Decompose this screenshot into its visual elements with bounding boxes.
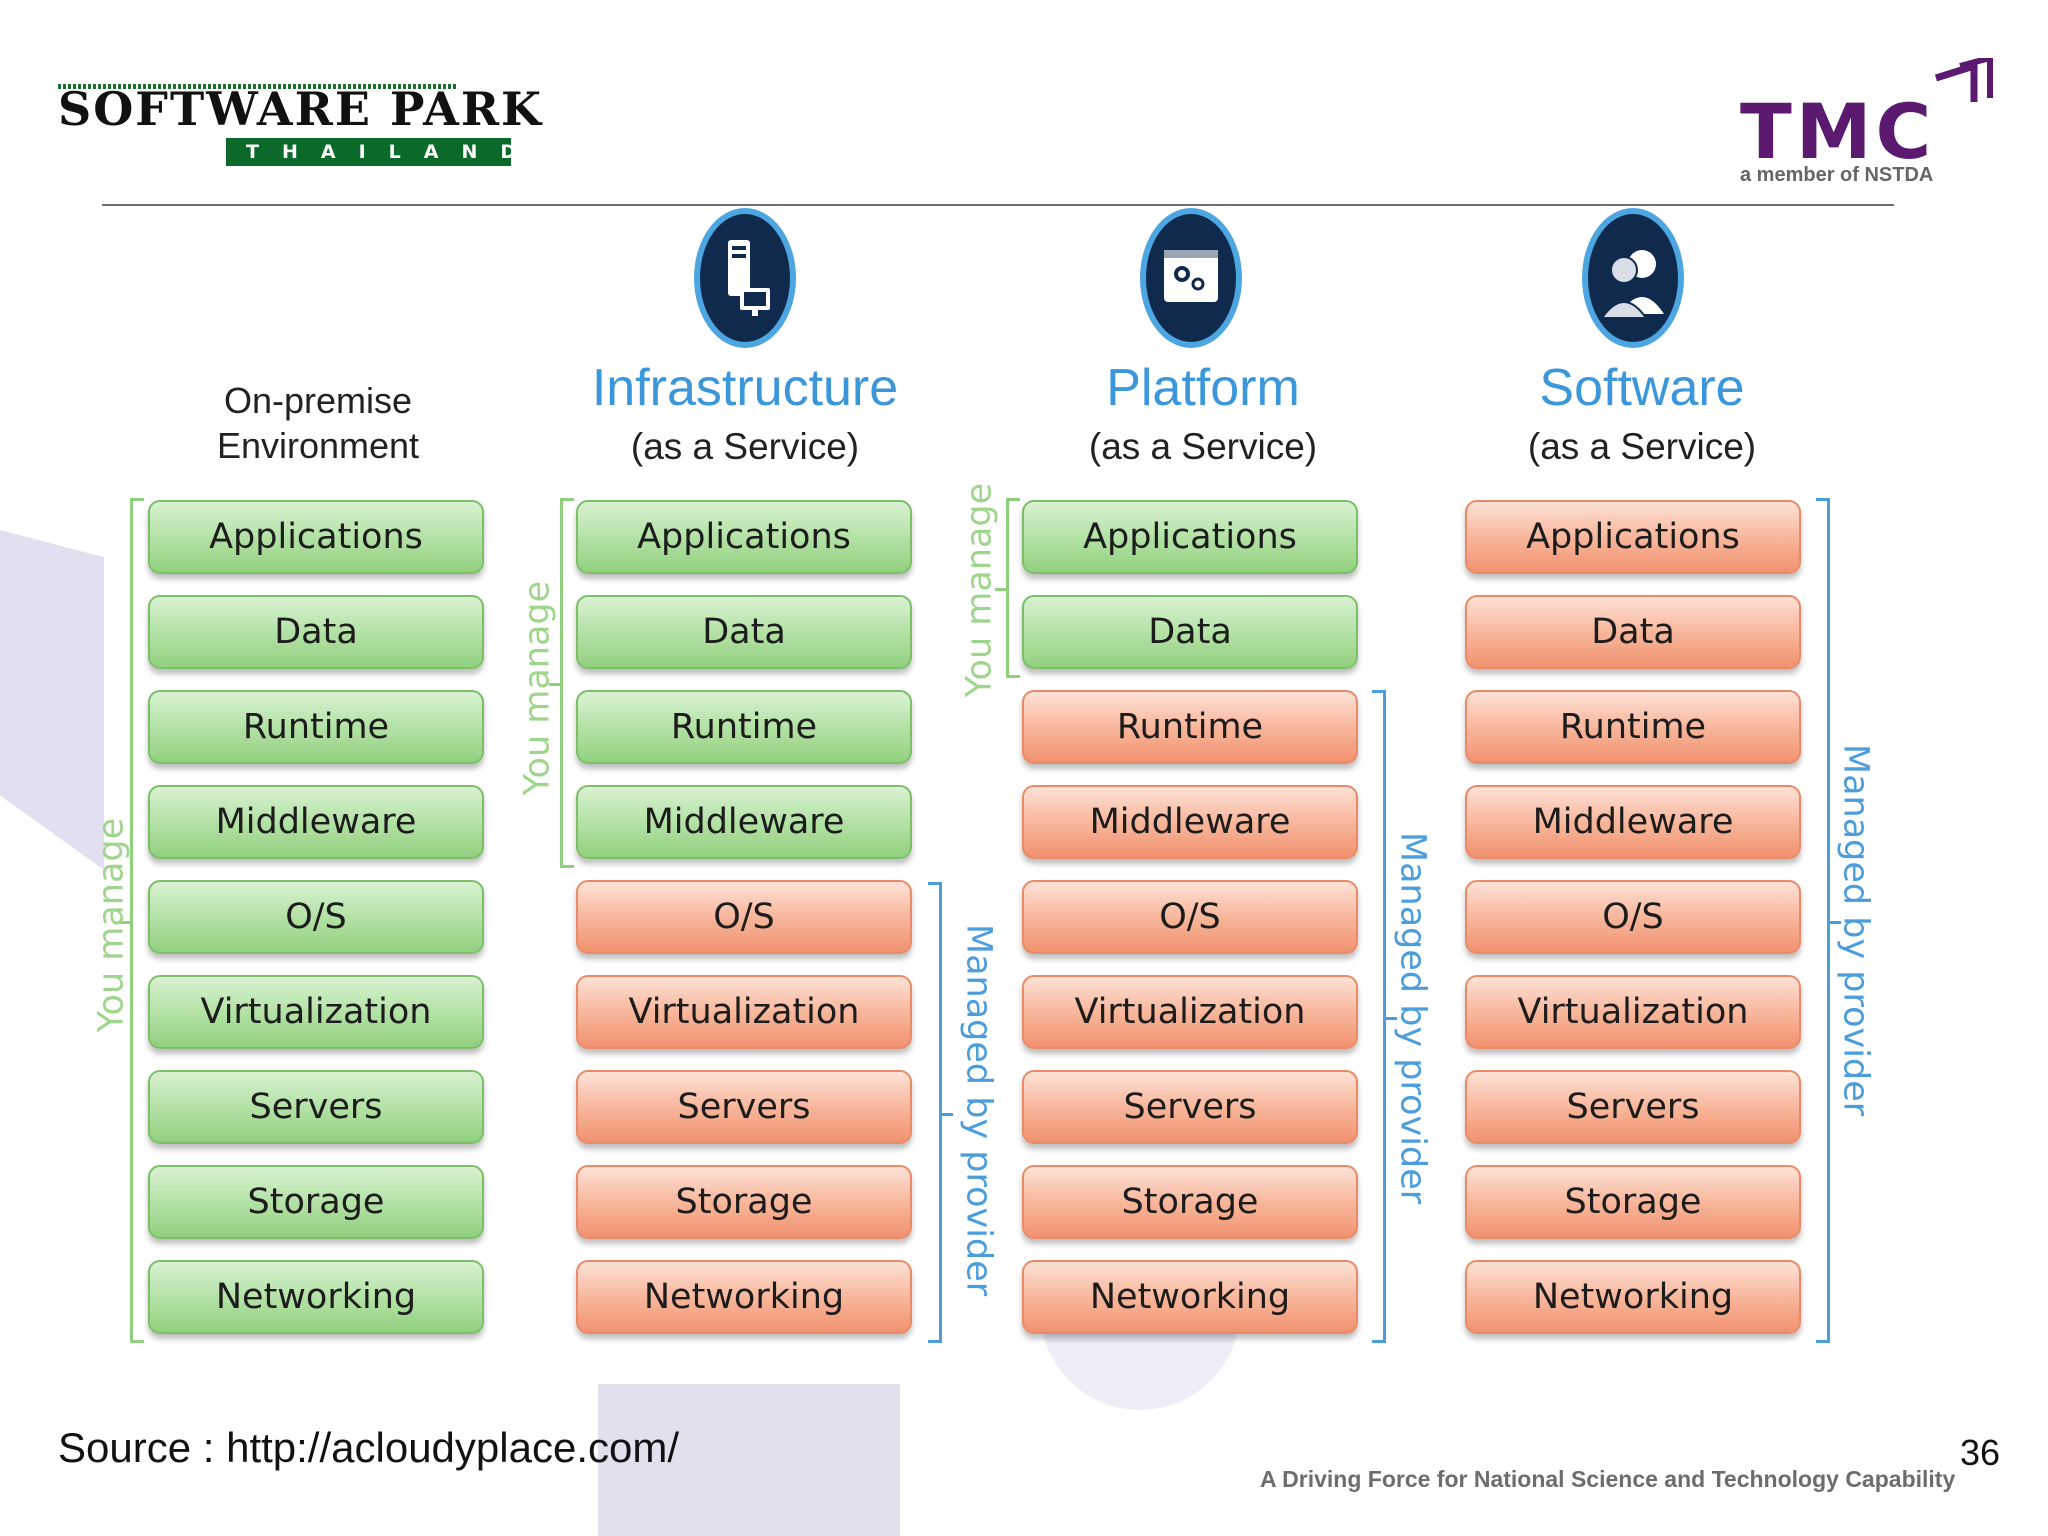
iaas-layer-middleware: Middleware: [576, 785, 912, 859]
iaas-provider-bracket: [928, 882, 953, 1343]
saas-provider-bracket: [1816, 498, 1841, 1343]
saas-provider-label: Managed by provider: [1835, 743, 1876, 1117]
footer-tagline: A Driving Force for National Science and…: [1260, 1466, 1956, 1492]
paas-layer-middleware: Middleware: [1022, 785, 1358, 859]
logo-stripe: [58, 84, 458, 89]
onpremise-layer-o-s: O/S: [148, 880, 484, 954]
paas-title: Platform: [1106, 359, 1300, 417]
paas-layer-virtualization: Virtualization: [1022, 975, 1358, 1049]
iaas-layer-runtime: Runtime: [576, 690, 912, 764]
onpremise-layer-networking: Networking: [148, 1260, 484, 1334]
paas-layer-networking: Networking: [1022, 1260, 1358, 1334]
saas-layer-storage: Storage: [1465, 1165, 1801, 1239]
onpremise-layer-applications: Applications: [148, 500, 484, 574]
logo-sub: THAILAND: [226, 138, 516, 166]
paas-layer-applications: Applications: [1022, 500, 1358, 574]
header-divider: [102, 204, 1894, 206]
onpremise-title: On-premise Environment: [138, 378, 498, 468]
saas-subtitle: (as a Service): [1527, 426, 1757, 467]
server-monitor-icon: [694, 208, 796, 348]
onpremise-title-line2: Environment: [216, 425, 420, 466]
saas-layer-virtualization: Virtualization: [1465, 975, 1801, 1049]
background-shape: [0, 530, 104, 870]
paas-layer-data: Data: [1022, 595, 1358, 669]
paas-provider-label: Managed by provider: [1392, 831, 1433, 1205]
paas-provider-bracket: [1372, 690, 1397, 1343]
onpremise-layer-middleware: Middleware: [148, 785, 484, 859]
iaas-layer-servers: Servers: [576, 1070, 912, 1144]
saas-layer-middleware: Middleware: [1465, 785, 1801, 859]
saas-layer-runtime: Runtime: [1465, 690, 1801, 764]
onpremise-layer-runtime: Runtime: [148, 690, 484, 764]
paas-subtitle: (as a Service): [1088, 426, 1318, 467]
iaas-title: Infrastructure: [591, 359, 899, 417]
saas-layer-applications: Applications: [1465, 500, 1801, 574]
gear-window-icon: [1140, 208, 1242, 348]
iaas-layer-networking: Networking: [576, 1260, 912, 1334]
paas-layer-o-s: O/S: [1022, 880, 1358, 954]
onpremise-layer-data: Data: [148, 595, 484, 669]
saas-layer-data: Data: [1465, 595, 1801, 669]
tmc-logo: TMC a member of NSTDA: [1740, 58, 2000, 198]
saas-layer-o-s: O/S: [1465, 880, 1801, 954]
onpremise-title-line1: On-premise: [223, 380, 413, 421]
saas-title: Software: [1539, 359, 1745, 417]
iaas-layer-virtualization: Virtualization: [576, 975, 912, 1049]
iaas-layer-applications: Applications: [576, 500, 912, 574]
paas-you-manage-bracket: [995, 498, 1020, 678]
onpremise-you-manage-label: You manage: [91, 817, 132, 1033]
iaas-layer-data: Data: [576, 595, 912, 669]
onpremise-layer-servers: Servers: [148, 1070, 484, 1144]
iaas-you-manage-bracket: [549, 498, 574, 868]
paas-you-manage-label: You manage: [959, 482, 1000, 698]
iaas-you-manage-label: You manage: [517, 580, 558, 796]
paas-layer-servers: Servers: [1022, 1070, 1358, 1144]
page-number: 36: [1960, 1432, 2001, 1473]
tmc-swoosh-icon: [1934, 58, 1993, 102]
iaas-provider-label: Managed by provider: [958, 923, 999, 1297]
logo-name: SOFTWARE PARK: [58, 82, 544, 136]
tmc-tagline: a member of NSTDA: [1740, 164, 1934, 186]
source-citation: Source : http://acloudyplace.com/: [58, 1424, 679, 1471]
iaas-layer-storage: Storage: [576, 1165, 912, 1239]
iaas-layer-o-s: O/S: [576, 880, 912, 954]
saas-layer-networking: Networking: [1465, 1260, 1801, 1334]
paas-layer-storage: Storage: [1022, 1165, 1358, 1239]
onpremise-you-manage-bracket: [119, 498, 144, 1343]
saas-layer-servers: Servers: [1465, 1070, 1801, 1144]
background-shape: [598, 1384, 900, 1536]
iaas-subtitle: (as a Service): [630, 426, 860, 467]
onpremise-layer-virtualization: Virtualization: [148, 975, 484, 1049]
software-park-thailand-logo: SOFTWARE PARK THAILAND: [58, 82, 544, 168]
onpremise-layer-storage: Storage: [148, 1165, 484, 1239]
users-icon: [1582, 208, 1684, 348]
tmc-logo-name: TMC: [1740, 87, 1936, 176]
paas-layer-runtime: Runtime: [1022, 690, 1358, 764]
